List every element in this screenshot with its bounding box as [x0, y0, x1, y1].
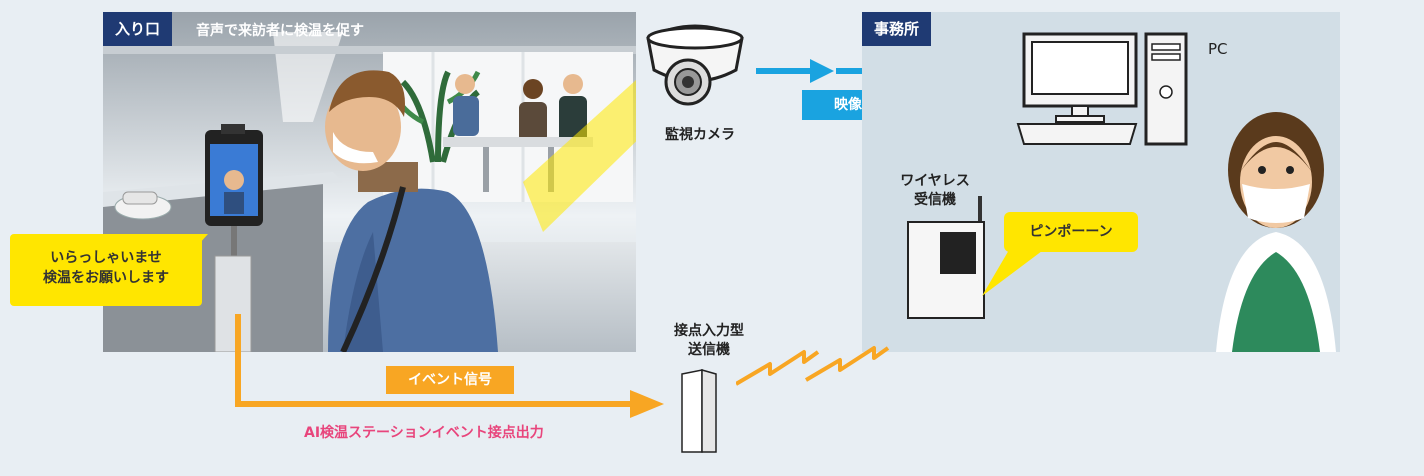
greeting-line-2: 検温をお願いします — [43, 270, 169, 286]
video-arrow — [756, 59, 834, 83]
event-output-label: AI検温ステーションイベント接点出力 — [304, 425, 544, 441]
receiver-label-line-1: ワイヤレス — [900, 173, 970, 189]
pc-label: PC — [1208, 40, 1228, 58]
camera-label: 監視カメラ — [665, 127, 735, 143]
entrance-caption: 音声で来訪者に検温を促す — [196, 23, 364, 39]
wireless-receiver-icon — [907, 196, 985, 319]
chime-bubble: ピンポーーン — [1004, 212, 1138, 252]
office-tag: 事務所 — [862, 12, 932, 46]
greeting-bubble: いらっしゃいませ 検温をお願いします — [10, 234, 208, 306]
greeting-line-1: いらっしゃいませ — [50, 250, 162, 266]
wireless-signal-icon — [736, 346, 890, 386]
transmitter-label-line-1: 接点入力型 — [674, 323, 744, 339]
transmitter-label: 接点入力型 送信機 — [664, 322, 754, 360]
telephone-icon — [114, 191, 172, 220]
chime-bubble-tail — [982, 238, 1046, 296]
entrance-tag: 入り口 — [103, 12, 173, 46]
pc-icon — [1016, 32, 1188, 146]
transmitter-label-line-2: 送信機 — [688, 342, 730, 358]
receiver-label: ワイヤレス 受信機 — [880, 172, 990, 210]
transmitter-icon — [681, 369, 717, 453]
event-arrow — [235, 314, 664, 418]
receiver-label-line-2: 受信機 — [914, 192, 956, 208]
office-worker-illustration — [1216, 112, 1336, 352]
visitor-illustration — [325, 70, 498, 354]
temperature-station-icon — [205, 124, 263, 353]
surveillance-camera-icon — [646, 24, 744, 106]
event-signal-tag: イベント信号 — [386, 366, 514, 394]
